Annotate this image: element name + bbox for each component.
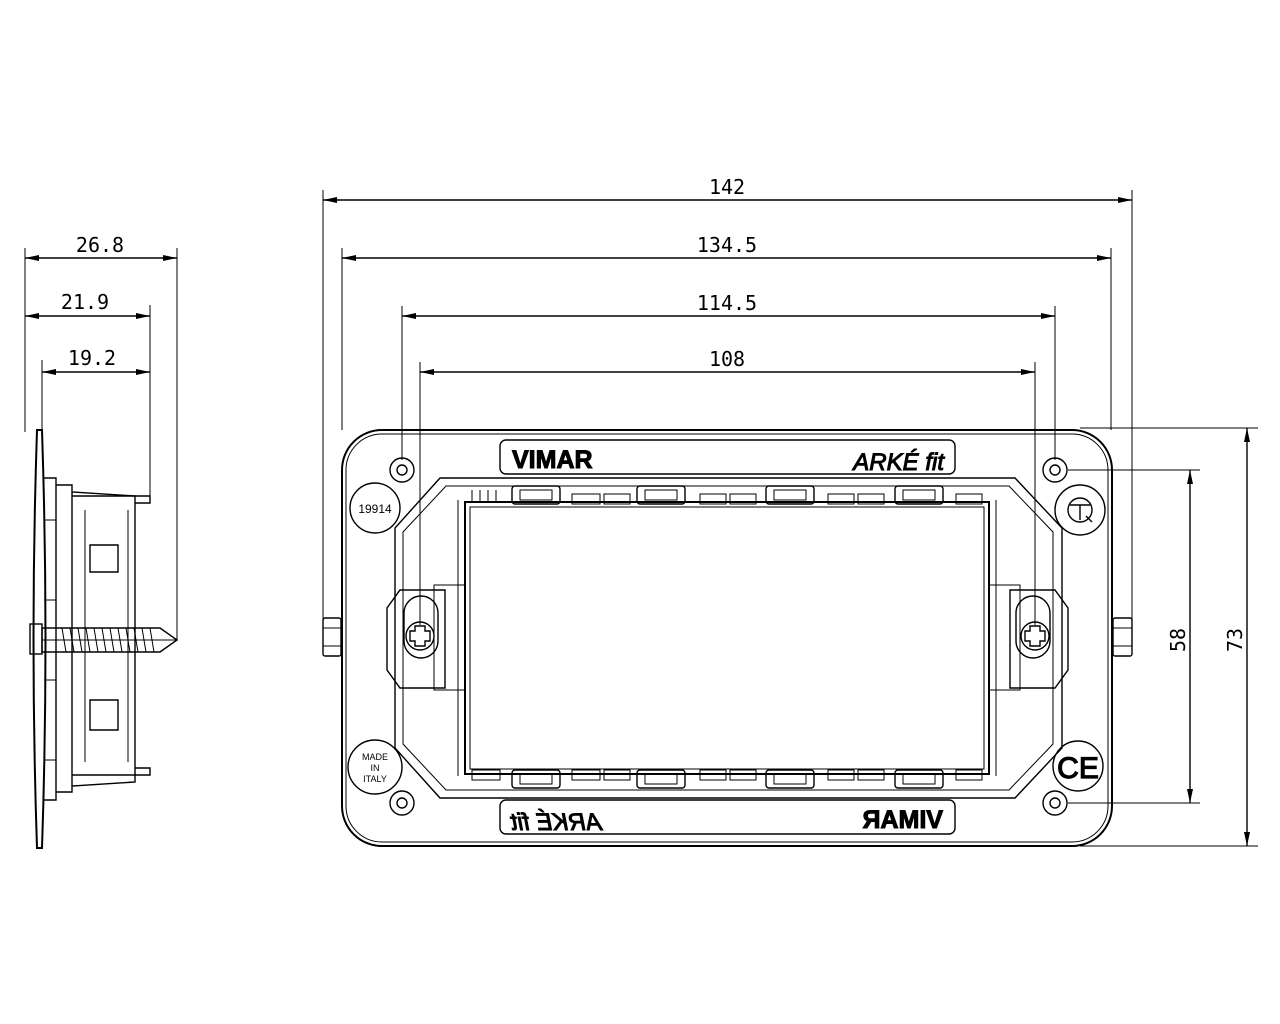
dim-width-holes: 114.5 (402, 291, 1055, 319)
side-screw-icon (29, 623, 179, 655)
top-clips (471, 485, 983, 505)
dim-side-mid-label: 21.9 (61, 290, 109, 314)
bottom-clips (471, 769, 983, 789)
dim-width-outer-label: 142 (709, 175, 745, 199)
dim-width-frame-label: 134.5 (697, 233, 757, 257)
product-top: ARKÉ fit (851, 449, 945, 476)
made-line-1: MADE (362, 752, 388, 762)
made-in-italy-badge: MADE IN ITALY (347, 739, 403, 795)
brand-bottom: VIMAR (862, 806, 943, 834)
mounting-hole-icon (389, 790, 415, 816)
dim-width-opening-label: 108 (709, 347, 745, 371)
code-badge: 19914 (349, 482, 401, 534)
screw-icon (405, 621, 435, 651)
front-dimensions: 142 134.5 114.5 108 58 73 (322, 175, 1258, 847)
dim-height-outer-label: 73 (1223, 628, 1247, 652)
dim-side-total-label: 26.8 (76, 233, 124, 257)
dim-width-outer: 142 (323, 175, 1132, 203)
bottom-label-band: VIMAR ARKÉ fit (499, 799, 956, 837)
made-line-2: IN (371, 763, 380, 773)
dim-width-frame: 134.5 (342, 233, 1111, 261)
mounting-hole-icon (1042, 790, 1068, 816)
dim-width-opening: 108 (420, 347, 1035, 375)
dim-height-inner-label: 58 (1166, 628, 1190, 652)
side-view: 26.8 21.9 19.2 (24, 233, 179, 849)
front-view: VIMAR ARKÉ fit VIMAR ARKÉ fit 19914 MADE… (322, 429, 1133, 847)
screw-icon (1020, 621, 1050, 651)
dim-height-inner: 58 (1166, 470, 1193, 803)
top-label-band: VIMAR ARKÉ fit (499, 439, 956, 477)
screw-lug-right (1009, 589, 1069, 689)
dim-height-outer: 73 (1223, 428, 1250, 846)
dim-width-holes-label: 114.5 (697, 291, 757, 315)
dim-side-body: 19.2 (42, 346, 150, 375)
made-line-3: ITALY (363, 774, 387, 784)
dim-side-total: 26.8 (25, 233, 177, 261)
code-label: 19914 (358, 502, 392, 516)
dim-side-body-label: 19.2 (68, 346, 116, 370)
screw-lug-left (386, 589, 446, 689)
ce-mark-icon: CE (1052, 740, 1104, 792)
mounting-hole-icon (389, 457, 415, 483)
brand-top: VIMAR (512, 446, 593, 474)
dim-side-mid: 21.9 (25, 290, 150, 319)
quality-mark-icon (1054, 484, 1106, 536)
mounting-hole-icon (1042, 457, 1068, 483)
product-bottom: ARKÉ fit (510, 809, 604, 836)
ce-label: CE (1057, 752, 1099, 785)
